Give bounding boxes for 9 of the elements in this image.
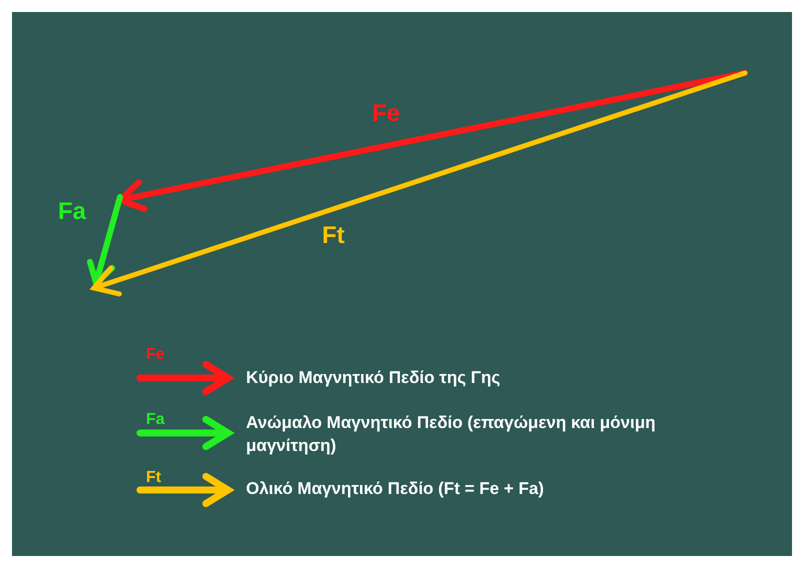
vector-label: Ft	[322, 222, 345, 250]
legend-text: Ολικό Μαγνητικό Πεδίο (Ft = Fe + Fa)	[246, 478, 545, 500]
vector-label: Fe	[372, 100, 400, 128]
vector-label: Fa	[146, 411, 165, 429]
vector-label: Fe	[146, 346, 165, 364]
vector-label: Ft	[146, 469, 162, 487]
vector-label: Fa	[58, 198, 86, 226]
legend-text: Ανώμαλο Μαγνητικό Πεδίο (επαγώμενη και μόνιμη μαγνίτηση)	[246, 412, 657, 457]
legend-text: Κύριο Μαγνητικό Πεδίο της Γης	[246, 367, 502, 389]
